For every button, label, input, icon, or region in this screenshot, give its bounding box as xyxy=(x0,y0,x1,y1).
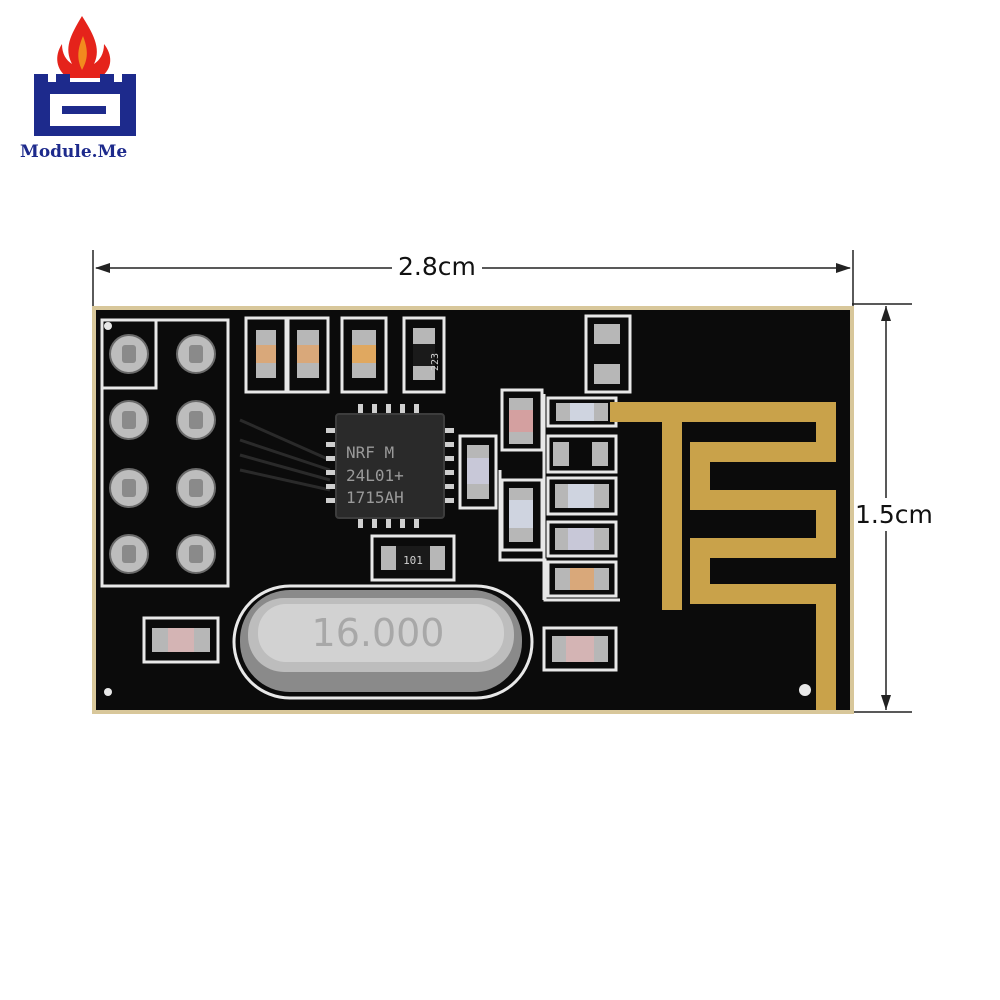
chip-label-line-2: 24L01+ xyxy=(346,466,404,485)
pin-header xyxy=(100,318,230,588)
pcb-board: NRF M 24L01+ 1715AH 223 xyxy=(92,306,854,714)
nrf24l01-chip: NRF M 24L01+ 1715AH xyxy=(326,404,454,528)
pcb-antenna xyxy=(610,402,836,710)
mounting-dot xyxy=(799,684,811,696)
height-dimension-label: 1.5cm xyxy=(855,498,933,531)
width-dimension-label: 2.8cm xyxy=(392,252,482,281)
crystal-oscillator: 16.000 xyxy=(232,584,534,700)
crystal-label: 16.000 xyxy=(312,611,445,655)
resistor-label-bottom: 101 xyxy=(403,554,423,567)
smd-components-top xyxy=(244,316,446,394)
chip-label-line-1: NRF M xyxy=(346,443,394,462)
module-me-logo-icon xyxy=(34,16,136,136)
mounting-dot xyxy=(104,688,112,696)
resistor-101: 101 xyxy=(370,534,456,582)
capacitor-bottom-left xyxy=(142,616,220,664)
resistor-label-top: 223 xyxy=(430,353,441,371)
capacitor-bottom-right xyxy=(542,626,618,672)
mounting-dot xyxy=(104,322,112,330)
chip-label-line-3: 1715AH xyxy=(346,488,404,507)
smd-components-center xyxy=(458,314,632,602)
brand-name: Module.Me xyxy=(20,142,128,162)
